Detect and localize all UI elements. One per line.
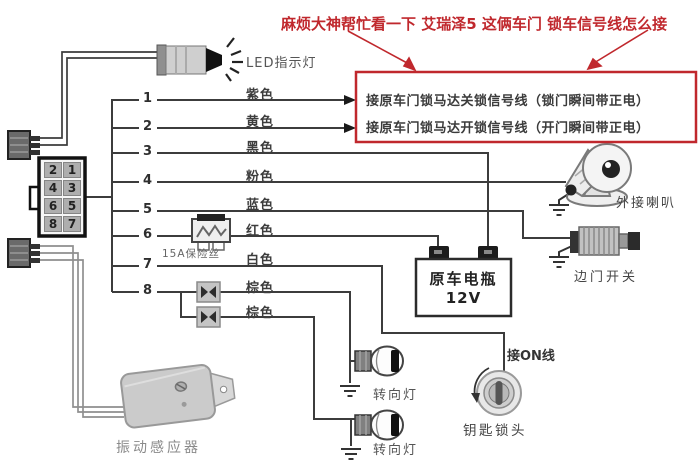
turn-lamp-2-label: 转向灯 [373,443,419,458]
connector-pin-8: 8 [44,216,62,232]
wire-color-7: 白色 [245,253,274,268]
wire-number-1: 1 [142,91,153,106]
connector-pin-2: 2 [44,162,62,178]
led-indicator-icon [156,37,243,82]
battery-voltage-label: 12V [445,289,482,307]
wire-color-3: 黑色 [245,141,274,156]
wire-number-4: 4 [142,173,153,188]
shock-sensor-label: 振动感应器 [116,440,201,456]
fuse-icon [191,214,231,251]
callout-line-1: 接原车门锁马达关锁信号线（锁门瞬间带正电） [366,94,650,109]
wire-number-8: 8 [142,283,153,298]
horn-label: 外接喇叭 [616,196,677,211]
wire-number-3: 3 [142,144,153,159]
connector-pin-6: 6 [44,198,62,214]
diode-icon-2 [196,306,221,328]
door-switch-label: 边门开关 [574,270,639,285]
annotation-arrow-left [347,30,417,72]
led-plug-icon [7,130,40,160]
shock-sensor-icon [120,363,236,429]
highlight-box [354,70,698,144]
connector-pin-1: 1 [63,162,81,178]
sensor-plug-icon [7,238,40,268]
turn-lamp-icon-2 [354,409,404,441]
sensor-cable [40,245,124,418]
led-wires [40,51,158,146]
wire-number-6: 6 [142,227,153,242]
horn-icon [564,143,632,207]
wire-color-8a: 棕色 [245,281,274,296]
wire-lines [85,99,571,446]
wire-color-5: 蓝色 [245,198,274,213]
wire-arrowheads [344,95,356,133]
callout-line-2: 接原车门锁马达开锁信号线（开门瞬间带正电） [366,121,650,136]
diode-icon-1 [196,281,221,303]
wire-number-7: 7 [142,257,153,272]
annotation-arrow-right [586,29,649,71]
wire-color-1: 紫色 [245,88,274,103]
wire-color-6: 红色 [245,224,274,239]
wire-number-2: 2 [142,119,153,134]
key-lock-icon [471,367,522,416]
connector-pin-5: 5 [63,198,81,214]
led-label: LED指示灯 [246,56,317,71]
key-lock-label: 钥匙锁头 [463,423,527,439]
battery-icon [414,246,513,318]
question-annotation: 麻烦大神帮忙看一下 艾瑞泽5 这俩车门 锁车信号线怎么接 [281,15,668,33]
connector-pin-7: 7 [63,216,81,232]
connector-pin-3: 3 [63,180,81,196]
wire-color-4: 粉色 [245,170,274,185]
battery-name-label: 原车电瓶 [429,270,498,288]
turn-lamp-1-label: 转向灯 [373,388,419,403]
acc-on-label: 接ON线 [507,349,555,364]
turn-lamp-icon-1 [354,345,404,377]
door-switch-icon [570,226,640,256]
wire-number-5: 5 [142,202,153,217]
wire-color-2: 黄色 [245,115,274,130]
wire-color-8b: 棕色 [245,306,274,321]
fuse-label: 15A保险丝 [162,248,221,260]
connector-pin-4: 4 [44,180,62,196]
ground-icon [340,192,573,460]
